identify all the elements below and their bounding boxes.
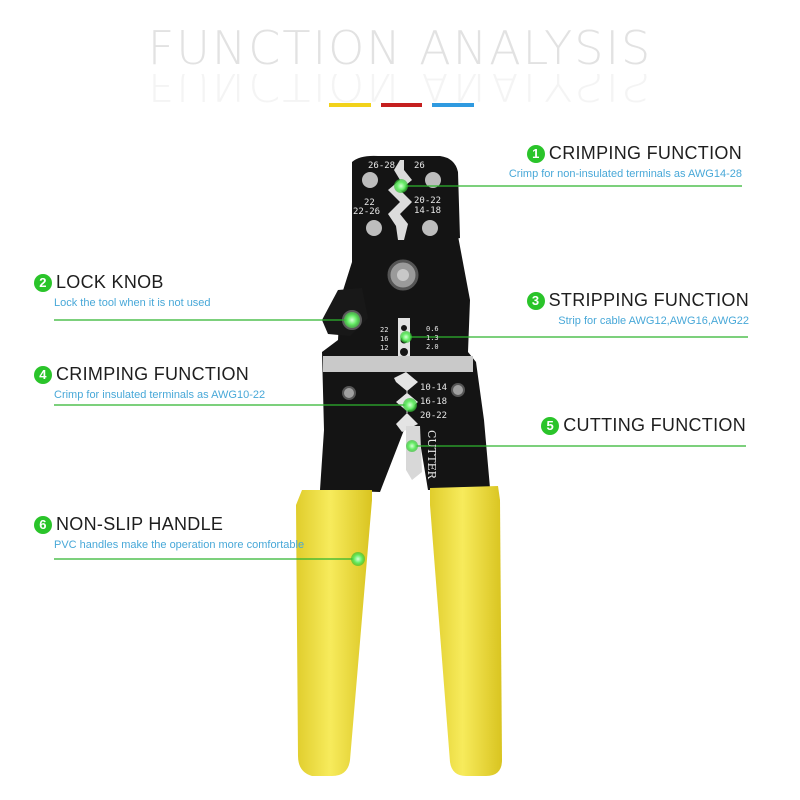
marking-strip-right-3: 2.0 bbox=[426, 343, 439, 351]
right-handle bbox=[430, 486, 502, 776]
callout-lines bbox=[54, 185, 748, 560]
callout-number-1: 1 bbox=[526, 144, 545, 163]
callout-number-5: 5 bbox=[541, 416, 560, 435]
accent-bars bbox=[329, 103, 475, 107]
callout-number-6: 6 bbox=[34, 515, 52, 534]
rivet bbox=[342, 386, 356, 400]
callout-title-2: LOCK KNOB bbox=[56, 272, 164, 292]
marking-insul-2: 16-18 bbox=[420, 397, 447, 407]
marking-insul-3: 20-22 bbox=[420, 411, 447, 421]
callout-title-6: NON-SLIP HANDLE bbox=[56, 514, 224, 534]
callout-desc-3: Strip for cable AWG12,AWG16,AWG22 bbox=[558, 315, 749, 327]
accent-bar-red bbox=[380, 103, 423, 107]
callout-title-1: CRIMPING FUNCTION bbox=[548, 143, 742, 163]
callout-dot-3 bbox=[400, 331, 412, 343]
callout-dot-4 bbox=[403, 398, 417, 412]
callout-dot-1 bbox=[394, 179, 408, 193]
callout-number-3: 3 bbox=[526, 291, 545, 310]
crimp-die-slot bbox=[388, 160, 412, 240]
marking-top-right-3: 14-18 bbox=[414, 206, 441, 216]
marking-top-right-1: 26 bbox=[414, 161, 425, 171]
callout-desc-6: PVC handles make the operation more comf… bbox=[54, 539, 305, 551]
callout-number-2: 2 bbox=[34, 273, 52, 292]
accent-bar-blue bbox=[432, 103, 475, 107]
title-block: FUNCTION ANALYSIS FUNCTION ANALYSIS bbox=[0, 22, 800, 104]
marking-top-left-3: 22-26 bbox=[353, 207, 380, 217]
silver-band bbox=[323, 356, 473, 372]
marking-top-left-1: 26-28 bbox=[368, 161, 395, 171]
callout-dot-6 bbox=[351, 552, 365, 566]
marking-strip-right-2: 1.3 bbox=[426, 334, 439, 342]
accent-bar-yellow bbox=[329, 103, 371, 107]
rivet bbox=[366, 220, 382, 236]
rivet bbox=[422, 220, 438, 236]
rivet bbox=[451, 383, 465, 397]
rivet bbox=[425, 172, 441, 188]
cutter-blade bbox=[406, 426, 422, 480]
marking-strip-left-1: 22 bbox=[380, 326, 388, 334]
marking-top-left-2: 22 bbox=[364, 198, 375, 208]
callout-number-4: 4 bbox=[34, 365, 52, 384]
marking-strip-left-3: 12 bbox=[380, 344, 388, 352]
marking-top-right-2: 20-22 bbox=[414, 196, 441, 206]
marking-strip-left-2: 16 bbox=[380, 335, 388, 343]
callout-desc-2: Lock the tool when it is not used bbox=[54, 297, 211, 309]
callout-dot-5 bbox=[406, 440, 418, 452]
rivet bbox=[362, 172, 378, 188]
die-markings: 26-28 26 22 20-22 22-26 14-18 22 16 12 0… bbox=[353, 161, 447, 480]
marking-strip-right-1: 0.6 bbox=[426, 325, 439, 333]
callout-desc-4: Crimp for insulated terminals as AWG10-2… bbox=[54, 389, 266, 401]
callout-title-5: CUTTING FUNCTION bbox=[563, 415, 746, 435]
marking-cutter: CUTTER bbox=[425, 430, 438, 480]
left-handle bbox=[296, 490, 372, 776]
callout-dot-2 bbox=[344, 312, 360, 328]
marking-insul-1: 10-14 bbox=[420, 383, 447, 393]
callout-title-4: CRIMPING FUNCTION bbox=[56, 364, 250, 384]
callout-desc-1: Crimp for non-insulated terminals as AWG… bbox=[508, 168, 742, 180]
callout-title-3: STRIPPING FUNCTION bbox=[548, 290, 749, 310]
page-title: FUNCTION ANALYSIS bbox=[147, 21, 653, 75]
